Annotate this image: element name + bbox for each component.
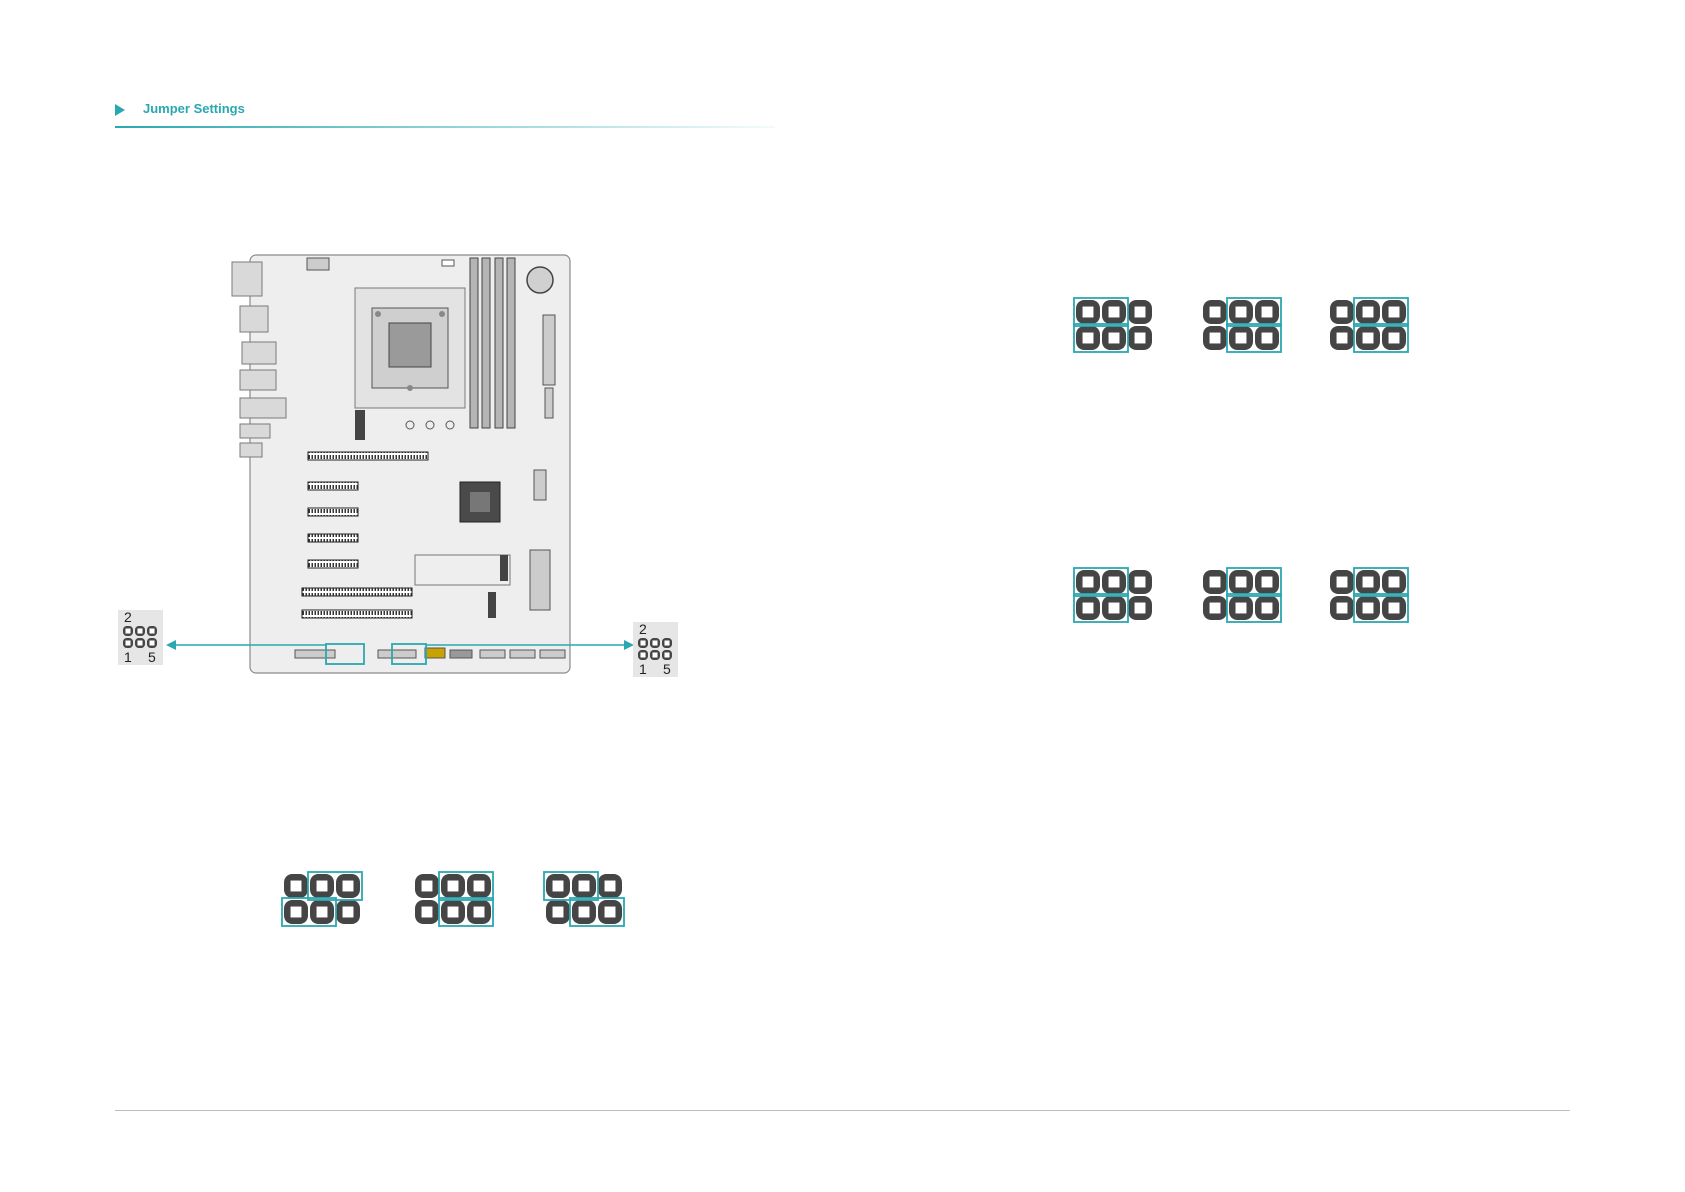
jumper-pin-square bbox=[1236, 307, 1247, 318]
jumper-pin-square bbox=[422, 907, 433, 918]
jumper-pin-square bbox=[1363, 603, 1374, 614]
jumper-pin-square bbox=[1083, 307, 1094, 318]
jumper-pin-square bbox=[448, 881, 459, 892]
jumper-pin-square bbox=[1363, 307, 1374, 318]
left-bottom-row bbox=[282, 872, 624, 926]
jumper-pin-square bbox=[1337, 577, 1348, 588]
footer-divider bbox=[115, 1110, 1570, 1111]
jumper-pin-square bbox=[605, 907, 616, 918]
jumper-pin-square bbox=[291, 907, 302, 918]
jumper-pin-square bbox=[1337, 603, 1348, 614]
jumper-pin-square bbox=[605, 881, 616, 892]
jumper-pin-square bbox=[1109, 577, 1120, 588]
jumper-pin-square bbox=[553, 881, 564, 892]
jumper-pin-square bbox=[1135, 333, 1146, 344]
jumper-pin-square bbox=[317, 907, 328, 918]
jumper-pin-square bbox=[1236, 577, 1247, 588]
jumper-pin-square bbox=[474, 881, 485, 892]
jumper-pin-square bbox=[1109, 603, 1120, 614]
jumper-pin-square bbox=[1337, 307, 1348, 318]
jumper-pin-square bbox=[1236, 603, 1247, 614]
jumper-pin-square bbox=[1389, 577, 1400, 588]
jumper-pin-square bbox=[1210, 333, 1221, 344]
jumper-pin-square bbox=[1236, 333, 1247, 344]
jumper-pin-square bbox=[1109, 307, 1120, 318]
jumper-pin-square bbox=[474, 907, 485, 918]
jumper-pin-square bbox=[1389, 307, 1400, 318]
jumper-pin-square bbox=[1135, 577, 1146, 588]
jumper-pin-square bbox=[1337, 333, 1348, 344]
jumper-pin-square bbox=[422, 881, 433, 892]
jumper-pin-square bbox=[1083, 333, 1094, 344]
jumper-pin-square bbox=[1210, 577, 1221, 588]
jumper-pin-square bbox=[1135, 603, 1146, 614]
jumper-setting-3 bbox=[544, 872, 624, 926]
jumper-setting-1 bbox=[1074, 568, 1152, 622]
jumper-pin-square bbox=[1262, 603, 1273, 614]
jumper-pin-square bbox=[1363, 333, 1374, 344]
jumper-pin-square bbox=[1389, 333, 1400, 344]
jumper-pin-square bbox=[448, 907, 459, 918]
jumper-pin-square bbox=[1210, 603, 1221, 614]
jumper-setting-3 bbox=[1330, 298, 1408, 352]
jumper-setting-2 bbox=[415, 872, 493, 926]
jumper-pin-square bbox=[1262, 307, 1273, 318]
jumper-pin-square bbox=[1083, 577, 1094, 588]
jumper-pin-square bbox=[1262, 577, 1273, 588]
jumper-pin-square bbox=[1083, 603, 1094, 614]
right-middle-row bbox=[1074, 568, 1408, 622]
jumper-pin-square bbox=[1109, 333, 1120, 344]
jumper-pin-square bbox=[343, 907, 354, 918]
jumper-pin-square bbox=[317, 881, 328, 892]
right-top-row bbox=[1074, 298, 1408, 352]
jumper-pin-square bbox=[1210, 307, 1221, 318]
jumper-setting-1 bbox=[1074, 298, 1152, 352]
jumper-pin-square bbox=[291, 881, 302, 892]
jumper-pin-square bbox=[1389, 603, 1400, 614]
jumper-setting-2 bbox=[1203, 568, 1281, 622]
jumper-pin-square bbox=[1363, 577, 1374, 588]
jumper-setting-1 bbox=[282, 872, 362, 926]
jumper-pin-square bbox=[579, 881, 590, 892]
jumper-setting-2 bbox=[1203, 298, 1281, 352]
jumper-setting-3 bbox=[1330, 568, 1408, 622]
jumper-pin-square bbox=[579, 907, 590, 918]
jumper-pin-square bbox=[1262, 333, 1273, 344]
jumper-pin-square bbox=[343, 881, 354, 892]
jumper-pin-square bbox=[1135, 307, 1146, 318]
jumper-pin-square bbox=[553, 907, 564, 918]
